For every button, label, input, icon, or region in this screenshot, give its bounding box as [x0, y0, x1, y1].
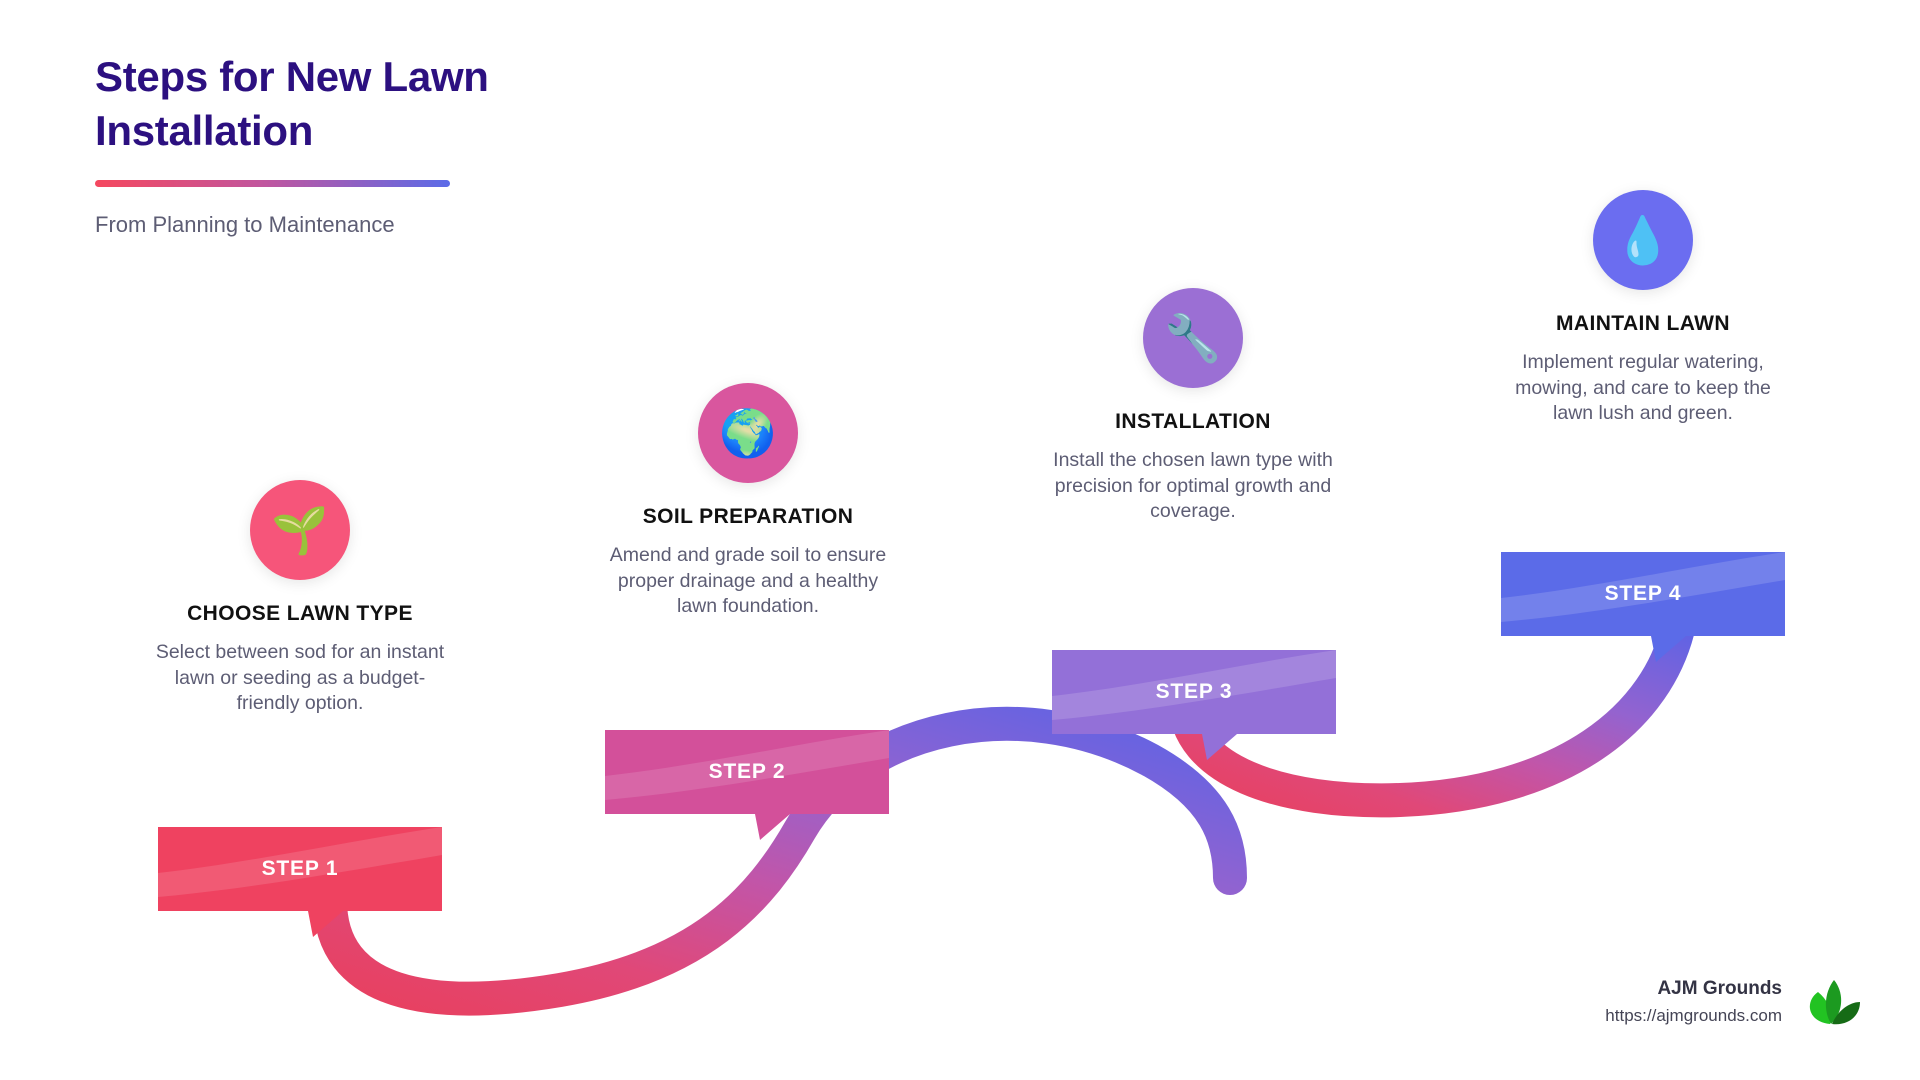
page-title: Steps for New Lawn Installation — [95, 50, 715, 158]
step-2-banner-shape — [605, 730, 889, 840]
step-4-icon-circle: 💧 — [1593, 190, 1693, 290]
footer: AJM Grounds https://ajmgrounds.com — [1605, 976, 1862, 1028]
step-2-banner[interactable]: STEP 2 — [605, 730, 889, 840]
seedling-icon: 🌱 — [271, 504, 329, 556]
step-4-description: Implement regular watering, mowing, and … — [1515, 351, 1771, 425]
step-block-4: 💧 MAINTAIN LAWN Implement regular wateri… — [1493, 190, 1793, 427]
page-subtitle: From Planning to Maintenance — [95, 211, 395, 237]
step-block-1: 🌱 CHOOSE LAWN TYPE Select between sod fo… — [150, 480, 450, 717]
step-1-icon-circle: 🌱 — [250, 480, 350, 580]
footer-text-block: AJM Grounds https://ajmgrounds.com — [1605, 978, 1782, 1026]
step-block-3: 🔧 INSTALLATION Install the chosen lawn t… — [1043, 288, 1343, 525]
step-3-banner[interactable]: STEP 3 — [1052, 650, 1336, 760]
title-underline-rule — [95, 179, 450, 187]
step-2-description: Amend and grade soil to ensure proper dr… — [609, 544, 887, 618]
step-3-banner-shape — [1052, 650, 1336, 760]
step-4-banner-label: STEP 4 — [1604, 582, 1682, 605]
step-3-icon-circle: 🔧 — [1143, 288, 1243, 388]
globe-icon: 🌍 — [719, 407, 777, 459]
ribbon-segment-right — [1168, 603, 1697, 818]
step-4-title: MAINTAIN LAWN — [1556, 312, 1730, 335]
step-1-title: CHOOSE LAWN TYPE — [187, 602, 413, 625]
step-2-banner-label: STEP 2 — [708, 760, 786, 783]
leaf-logo — [1809, 980, 1860, 1025]
step-4-banner-shape — [1501, 552, 1785, 662]
step-1-banner-shape — [158, 827, 442, 937]
page-title-line-2: Installation — [95, 106, 314, 154]
wrench-icon: 🔧 — [1164, 312, 1222, 364]
step-4-banner[interactable]: STEP 4 — [1501, 552, 1785, 662]
step-1-banner-label: STEP 1 — [261, 857, 339, 880]
step-2-title: SOIL PREPARATION — [642, 505, 854, 528]
step-3-description: Install the chosen lawn type with precis… — [1053, 449, 1333, 523]
page-title-line-1: Steps for New Lawn — [95, 53, 489, 100]
step-3-banner-label: STEP 3 — [1155, 680, 1233, 703]
brand-url[interactable]: https://ajmgrounds.com — [1605, 1006, 1782, 1025]
header: Steps for New Lawn Installation From Pla… — [95, 50, 715, 238]
step-1-banner[interactable]: STEP 1 — [158, 827, 442, 937]
water-droplet-icon: 💧 — [1614, 214, 1672, 266]
step-block-2: 🌍 SOIL PREPARATION Amend and grade soil … — [598, 383, 898, 620]
step-2-icon-circle: 🌍 — [698, 383, 798, 483]
step-1-description: Select between sod for an instant lawn o… — [155, 641, 445, 715]
ribbon-segment-left — [313, 706, 1247, 1016]
step-3-title: INSTALLATION — [1115, 410, 1271, 433]
brand-name: AJM Grounds — [1657, 978, 1782, 999]
